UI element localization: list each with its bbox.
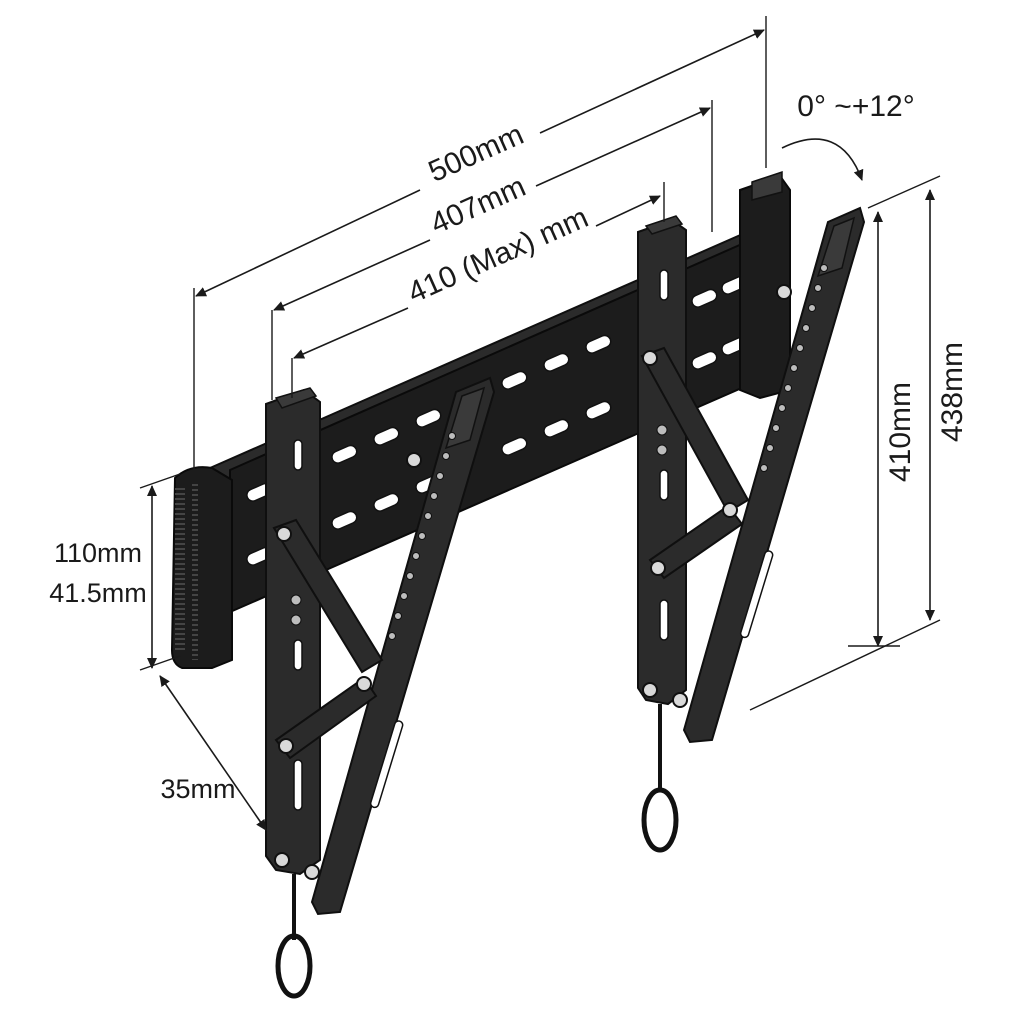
left-release-cord[interactable] [275,874,313,999]
dim-height-outer-label: 438mm [936,342,969,442]
mount-illustration [170,170,866,999]
right-tilt-arm [640,206,866,744]
left-end-cap [170,466,233,669]
left-wall-bracket [265,387,321,876]
dim-depth-b-label: 41.5mm [49,578,147,608]
dim-offset-label: 35mm [160,774,235,804]
left-arm-holes [388,432,456,640]
bolts [274,284,792,880]
wall-plate [209,220,771,622]
dim-depth-a-label: 110mm [54,538,142,568]
wall-plate-slots [246,275,748,566]
dim-tilt-label: 0° ~+12° [797,90,914,123]
right-arm-holes [760,264,828,472]
right-wall-bracket [637,215,687,706]
left-tilt-arm [272,376,496,916]
dim-height-inner-label: 410mm [884,382,917,482]
right-end-cap [739,170,791,400]
dimension-lines [139,16,941,831]
right-release-cord[interactable] [641,704,679,853]
